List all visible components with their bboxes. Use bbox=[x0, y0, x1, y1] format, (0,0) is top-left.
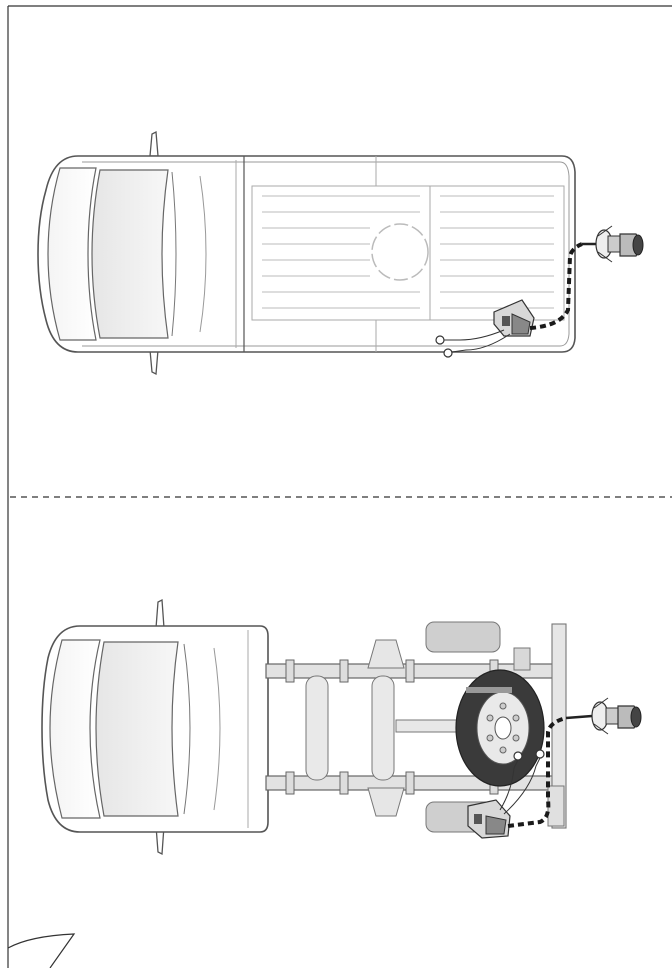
van-hood bbox=[47, 167, 97, 341]
trailer-socket bbox=[591, 697, 642, 735]
page-corner-tab bbox=[7, 933, 76, 968]
chassis-cab-underside bbox=[41, 598, 642, 856]
rear-wheel-left bbox=[425, 621, 501, 653]
wiring-module bbox=[467, 799, 511, 839]
trailer-socket bbox=[595, 225, 644, 263]
ground-terminals bbox=[435, 329, 511, 358]
ground-terminals bbox=[499, 749, 545, 815]
mirror-left bbox=[155, 598, 165, 629]
cable-harness bbox=[529, 242, 583, 330]
mirror-right bbox=[149, 349, 159, 376]
drive-tube-1 bbox=[305, 675, 329, 781]
van-body bbox=[37, 155, 576, 353]
mirror-left bbox=[149, 130, 159, 157]
panel-van-top-view bbox=[37, 130, 644, 376]
page-frame bbox=[7, 5, 672, 968]
spare-wheel bbox=[455, 669, 545, 787]
van-roof bbox=[251, 156, 565, 352]
wiring-module bbox=[493, 299, 535, 337]
drive-tube-2 bbox=[371, 675, 395, 781]
roof-vent bbox=[371, 223, 429, 281]
van-windshield bbox=[91, 169, 169, 339]
